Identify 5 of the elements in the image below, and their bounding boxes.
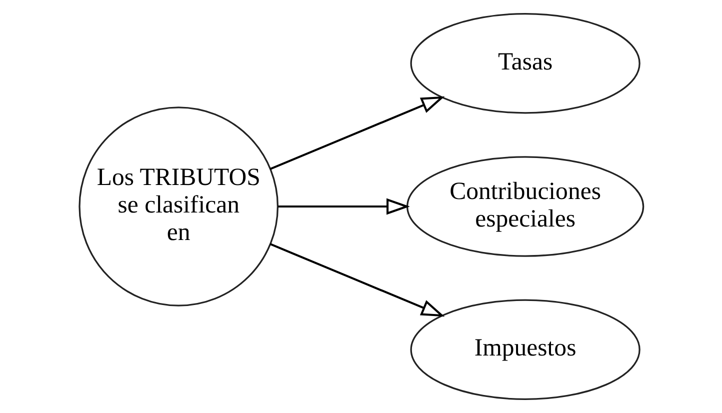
node-circle: Los TRIBUTOS se clasifican en: [78, 106, 278, 306]
arrow: [278, 198, 410, 215]
arrow: [269, 96, 444, 170]
arrow: [269, 243, 444, 317]
node-ellipse: Contribuciones especiales: [406, 156, 644, 257]
